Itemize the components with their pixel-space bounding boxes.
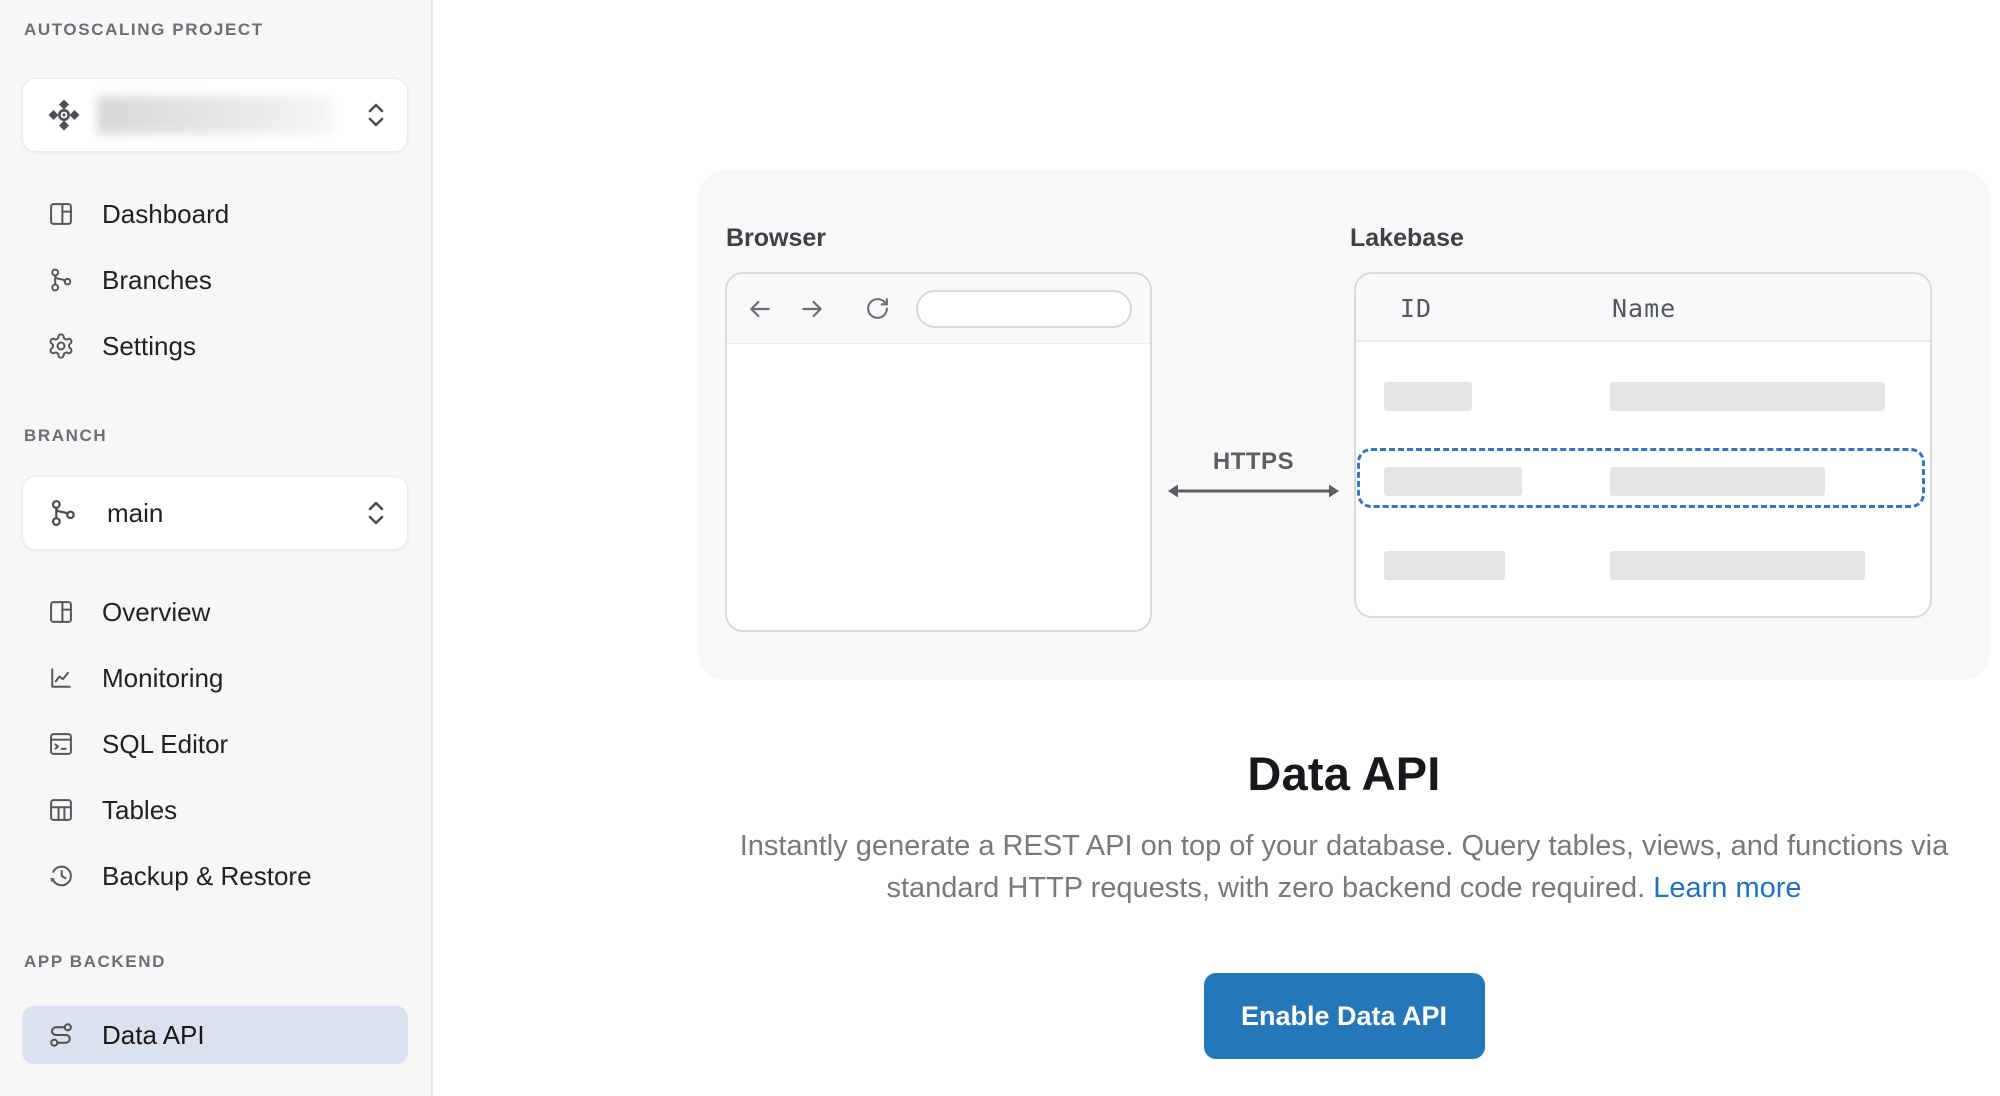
project-section-label: AUTOSCALING PROJECT bbox=[24, 20, 264, 39]
learn-more-link[interactable]: Learn more bbox=[1653, 872, 1802, 904]
table-header-row: ID Name bbox=[1356, 274, 1930, 342]
sidebar-item-label: Overview bbox=[102, 596, 211, 627]
project-compass-icon bbox=[47, 98, 81, 132]
sidebar-item-monitoring[interactable]: Monitoring bbox=[0, 645, 433, 711]
branch-nav-group: Overview Monitoring SQL Editor bbox=[0, 579, 433, 909]
illustration-card: Browser bbox=[698, 170, 1990, 680]
placeholder-cell bbox=[1384, 551, 1505, 580]
placeholder-cell bbox=[1610, 382, 1885, 411]
sidebar-item-branches[interactable]: Branches bbox=[0, 247, 433, 313]
column-header-id: ID bbox=[1400, 294, 1433, 323]
table-icon bbox=[46, 795, 76, 825]
https-label: HTTPS bbox=[1212, 448, 1295, 475]
sidebar-item-label: Settings bbox=[102, 330, 196, 361]
sidebar-item-label: Backup & Restore bbox=[102, 860, 312, 891]
sidebar-item-data-api[interactable]: Data API bbox=[22, 1006, 408, 1064]
sidebar: AUTOSCALING PROJECT bbox=[0, 0, 433, 1096]
sidebar-item-sql-editor[interactable]: SQL Editor bbox=[0, 711, 433, 777]
description-line-1: Instantly generate a REST API on top of … bbox=[739, 830, 1949, 862]
lakebase-illustration-label: Lakebase bbox=[1350, 224, 1464, 252]
sidebar-item-label: Tables bbox=[102, 794, 178, 825]
sidebar-item-overview[interactable]: Overview bbox=[0, 579, 433, 645]
sidebar-item-label: Dashboard bbox=[102, 198, 230, 229]
reload-icon bbox=[865, 296, 890, 321]
placeholder-cell bbox=[1610, 467, 1825, 496]
highlighted-row-dashed-outline bbox=[1357, 448, 1925, 508]
sidebar-item-tables[interactable]: Tables bbox=[0, 777, 433, 843]
history-clock-icon bbox=[46, 861, 76, 891]
browser-window-illustration bbox=[725, 272, 1152, 632]
dashboard-icon bbox=[46, 199, 76, 229]
data-api-page: Browser bbox=[698, 170, 1990, 1059]
double-arrow-icon bbox=[1167, 483, 1340, 499]
https-connection: HTTPS bbox=[1167, 448, 1340, 499]
column-header-name: Name bbox=[1612, 294, 1677, 323]
sidebar-item-backup-restore[interactable]: Backup & Restore bbox=[0, 843, 433, 909]
app-backend-section-label: APP BACKEND bbox=[24, 952, 166, 971]
browser-illustration-label: Browser bbox=[726, 224, 827, 252]
placeholder-cell bbox=[1384, 382, 1472, 411]
placeholder-cell bbox=[1384, 467, 1522, 496]
overview-layout-icon bbox=[46, 597, 76, 627]
route-icon bbox=[46, 1020, 76, 1050]
branch-selector[interactable]: main bbox=[22, 476, 408, 550]
back-arrow-icon bbox=[747, 296, 773, 322]
lakebase-table-illustration: ID Name bbox=[1354, 272, 1932, 618]
sidebar-item-label: SQL Editor bbox=[102, 728, 229, 759]
terminal-window-icon bbox=[46, 729, 76, 759]
line-chart-icon bbox=[46, 663, 76, 693]
branch-selector-value: main bbox=[107, 497, 164, 528]
sidebar-item-settings[interactable]: Settings bbox=[0, 313, 433, 379]
gear-icon bbox=[46, 331, 76, 361]
sidebar-item-dashboard[interactable]: Dashboard bbox=[0, 181, 433, 247]
project-name-blurred bbox=[97, 96, 333, 134]
page-title: Data API bbox=[1247, 747, 1441, 800]
project-selector[interactable] bbox=[22, 78, 408, 152]
sidebar-item-label: Monitoring bbox=[102, 662, 224, 693]
sidebar-item-label: Branches bbox=[102, 264, 212, 295]
placeholder-cell bbox=[1610, 551, 1865, 580]
forward-arrow-icon bbox=[799, 296, 825, 322]
browser-toolbar-illustration bbox=[727, 274, 1150, 344]
project-nav-group: Dashboard Branches Settings bbox=[0, 181, 433, 379]
branch-icon bbox=[46, 265, 76, 295]
branch-icon bbox=[47, 497, 79, 529]
description-line-2: standard HTTP requests, with zero backen… bbox=[886, 872, 1646, 904]
unfold-chevron-icon bbox=[365, 498, 387, 528]
branch-section-label: BRANCH bbox=[24, 426, 108, 445]
enable-data-api-button[interactable]: Enable Data API bbox=[1203, 973, 1485, 1059]
unfold-chevron-icon bbox=[365, 100, 387, 130]
page-description: Instantly generate a REST API on top of … bbox=[698, 825, 1990, 909]
sidebar-item-label: Data API bbox=[102, 1019, 205, 1050]
url-bar-illustration bbox=[916, 289, 1132, 328]
